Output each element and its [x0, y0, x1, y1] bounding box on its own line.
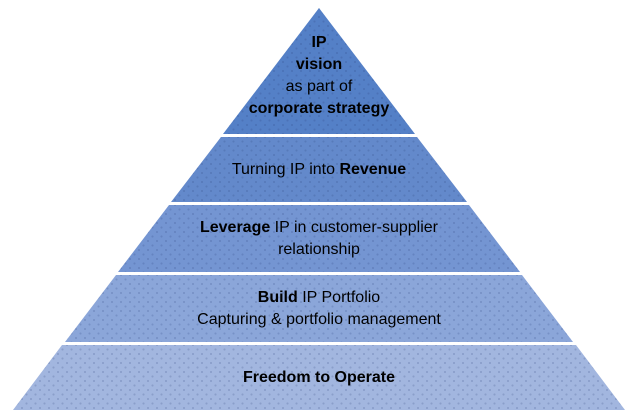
level-text-line: Capturing & portfolio management — [65, 309, 573, 331]
level-text-segment-bold: vision — [295, 56, 343, 73]
pyramid-level-freedom-to-operate: Freedom to Operate — [13, 345, 625, 410]
pyramid-level-ip-vision-corporate-strategy: IP vision as part of corporate strategy — [223, 8, 415, 134]
level-text-segment-bold: Freedom to Operate — [242, 368, 396, 386]
level-text-line: as part of — [223, 76, 415, 98]
level-text-block: Turning IP into Revenue — [171, 159, 467, 181]
level-text-segment: IP Portfolio — [297, 288, 381, 306]
level-text-block: IP vision as part of corporate strategy — [223, 32, 415, 120]
level-text-segment: Capturing & portfolio management — [197, 310, 441, 328]
level-text-line: Turning IP into Revenue — [171, 159, 467, 181]
level-text-line: Build IP Portfolio — [65, 287, 573, 309]
level-text-block: Freedom to Operate — [13, 367, 625, 389]
level-text-segment: IP in customer-supplier — [270, 218, 439, 236]
level-text-segment-bold: corporate strategy — [248, 100, 390, 117]
level-text-segment: Turning IP into — [231, 160, 340, 178]
level-text-line: corporate strategy — [223, 98, 415, 120]
level-text-segment-bold: Leverage — [199, 218, 271, 236]
level-text-segment: as part of — [285, 78, 353, 95]
pyramid-level-turning-ip-into-revenue: Turning IP into Revenue — [171, 137, 467, 202]
level-text-line: IP — [223, 32, 415, 54]
level-text-line: Leverage IP in customer-supplier — [118, 217, 520, 239]
level-text-line: vision — [223, 54, 415, 76]
level-text-line: Freedom to Operate — [13, 367, 625, 389]
level-text-segment-bold: IP — [311, 34, 327, 51]
level-text-segment-bold: Revenue — [339, 160, 407, 178]
level-text-line: relationship — [118, 239, 520, 261]
level-text-segment-bold: Build — [257, 288, 298, 306]
level-text-segment: relationship — [278, 240, 360, 258]
